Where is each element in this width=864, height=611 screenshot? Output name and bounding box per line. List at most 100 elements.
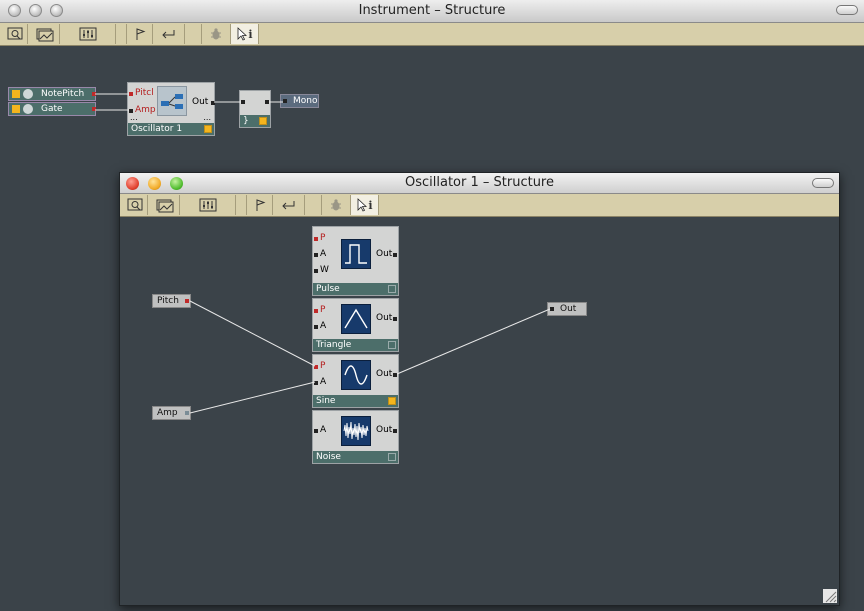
triangle-name: Triangle	[316, 340, 352, 350]
noise-a-label: A	[320, 425, 327, 435]
inner-close-button[interactable]	[126, 177, 139, 190]
zoom-icon[interactable]	[122, 195, 148, 215]
amp-label: Amp	[157, 408, 178, 418]
mixer-led	[259, 117, 267, 125]
triangle-oscillator-module[interactable]: P A Out Triangle	[312, 298, 399, 352]
outer-window-title: Instrument – Structure	[358, 3, 506, 18]
notepitch-out-port[interactable]	[92, 92, 96, 96]
triangle-a-label: A	[320, 321, 327, 331]
gate-led	[12, 105, 20, 113]
gate-module[interactable]: Gate	[8, 102, 96, 116]
osc-pitch-label: Pitcl	[135, 88, 154, 98]
pulse-out-port[interactable]	[393, 253, 397, 257]
outer-toolbar-toggle[interactable]	[836, 5, 858, 15]
pulse-w-port[interactable]	[314, 269, 318, 273]
mono-label: Mono	[293, 96, 318, 106]
midi-icon	[23, 89, 33, 99]
sine-out-port[interactable]	[393, 373, 397, 377]
triangle-a-port[interactable]	[314, 325, 318, 329]
triangle-out-label: Out	[376, 313, 393, 323]
pulse-name: Pulse	[316, 284, 340, 294]
inner-titlebar[interactable]: Oscillator 1 – Structure	[120, 173, 839, 194]
flag-icon[interactable]	[246, 195, 273, 215]
out-label: Out	[560, 304, 577, 314]
amp-out-port[interactable]	[185, 411, 189, 415]
sine-p-port[interactable]	[314, 365, 318, 369]
osc-more-left: ...	[130, 113, 138, 122]
image-icon[interactable]	[28, 24, 60, 44]
resize-grip-icon[interactable]	[823, 589, 837, 603]
inner-toolbar: i	[120, 194, 839, 217]
wire-amp-sine	[189, 381, 316, 414]
mixer-out-port[interactable]	[265, 100, 269, 104]
out-module[interactable]: Out	[547, 302, 587, 316]
out-in-port[interactable]	[550, 307, 554, 311]
sine-led	[388, 397, 396, 405]
mixer-icon[interactable]	[180, 195, 236, 215]
square-wave-icon	[341, 239, 371, 269]
notepitch-led	[12, 90, 20, 98]
mixer-in-port[interactable]	[241, 100, 245, 104]
triangle-p-port[interactable]	[314, 309, 318, 313]
noise-led	[388, 453, 396, 461]
noise-footer: Noise	[313, 451, 398, 463]
outer-minimize-button[interactable]	[29, 4, 42, 17]
inner-window: Oscillator 1 – Structure i	[119, 172, 840, 606]
mixer-module[interactable]: }	[239, 90, 271, 128]
image-icon[interactable]	[148, 195, 180, 215]
outer-zoom-button[interactable]	[50, 4, 63, 17]
return-icon[interactable]	[152, 24, 185, 44]
noise-out-label: Out	[376, 425, 393, 435]
pulse-p-label: P	[320, 233, 326, 243]
pulse-p-port[interactable]	[314, 237, 318, 241]
pitch-label: Pitch	[157, 296, 179, 306]
inner-window-title: Oscillator 1 – Structure	[405, 175, 554, 190]
pulse-w-label: W	[320, 265, 329, 275]
sine-name: Sine	[316, 396, 336, 406]
notepitch-module[interactable]: NotePitch	[8, 87, 96, 101]
pulse-a-label: A	[320, 249, 327, 259]
osc-pitch-in-port[interactable]	[129, 92, 133, 96]
mono-output-module[interactable]: Mono	[280, 94, 319, 108]
inner-zoom-button[interactable]	[170, 177, 183, 190]
sine-p-label: P	[320, 361, 326, 371]
osc-out-label: Out	[192, 97, 209, 107]
inner-toolbar-toggle[interactable]	[812, 178, 834, 188]
mixer-footer: }	[240, 115, 270, 127]
noise-out-port[interactable]	[393, 429, 397, 433]
inner-minimize-button[interactable]	[148, 177, 161, 190]
triangle-led	[388, 341, 396, 349]
flag-icon[interactable]	[126, 24, 153, 44]
pulse-led	[388, 285, 396, 293]
pulse-oscillator-module[interactable]: P A W Out Pulse	[312, 226, 399, 296]
gate-out-port[interactable]	[92, 107, 96, 111]
macro-icon	[157, 86, 187, 116]
sine-a-label: A	[320, 377, 327, 387]
zoom-icon[interactable]	[2, 24, 28, 44]
sine-out-label: Out	[376, 369, 393, 379]
mixer-icon[interactable]	[60, 24, 116, 44]
wire-pitch-sine	[189, 300, 316, 367]
noise-a-port[interactable]	[314, 429, 318, 433]
pointer-info-icon[interactable]: i	[230, 24, 259, 44]
pointer-info-icon[interactable]: i	[350, 195, 379, 215]
pulse-footer: Pulse	[313, 283, 398, 295]
osc-name: Oscillator 1	[131, 124, 183, 134]
mono-in-port[interactable]	[283, 99, 287, 103]
sine-a-port[interactable]	[314, 381, 318, 385]
pitch-out-port[interactable]	[185, 299, 189, 303]
noise-oscillator-module[interactable]: A Out Noise	[312, 410, 399, 464]
midi-icon	[23, 104, 33, 114]
outer-close-button[interactable]	[8, 4, 21, 17]
sine-oscillator-module[interactable]: P A Out Sine	[312, 354, 399, 408]
triangle-wave-icon	[341, 304, 371, 334]
pulse-a-port[interactable]	[314, 253, 318, 257]
osc-out-port[interactable]	[211, 101, 215, 105]
outer-titlebar[interactable]: Instrument – Structure	[0, 0, 864, 23]
osc-amp-label: Amp	[135, 105, 156, 115]
triangle-out-port[interactable]	[393, 317, 397, 321]
osc-amp-in-port[interactable]	[129, 109, 133, 113]
oscillator-macro-module[interactable]: Pitcl Amp ... Out ... Oscillator 1	[127, 82, 215, 136]
return-icon[interactable]	[272, 195, 305, 215]
